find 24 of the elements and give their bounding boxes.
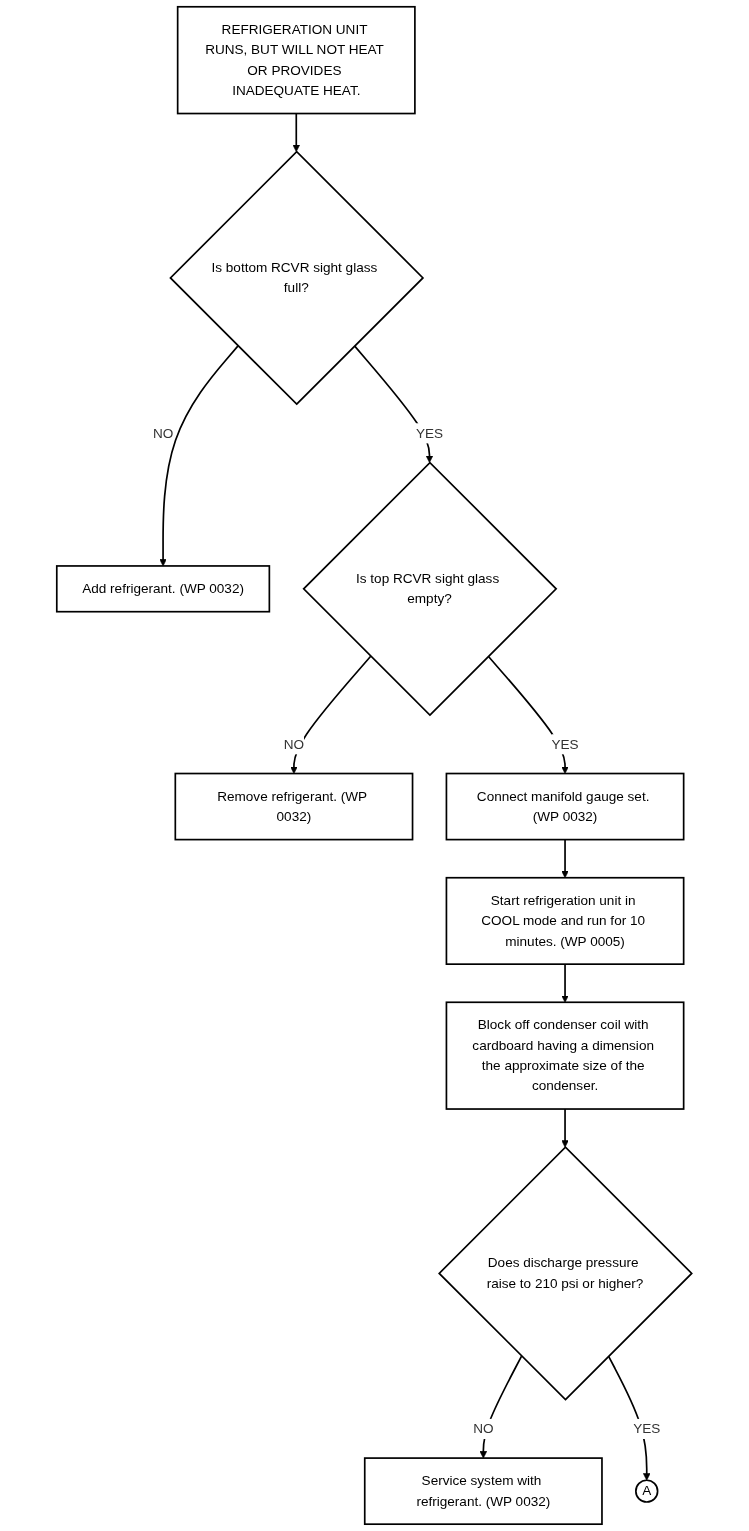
arrow [561, 1108, 569, 1148]
arrow [292, 112, 301, 152]
node-box: REFRIGERATION UNIT RUNS, BUT WILL NOT HEAT OR PROVIDES INADEQUATE HEAT. [177, 5, 416, 115]
node-box: Remove refrigerant. (WP 0032) [174, 772, 414, 841]
edge-label: YES [551, 736, 579, 752]
arrow [290, 655, 372, 774]
node-diamond: Is bottom RCVR sight glass full? [169, 150, 425, 406]
node-diamond: Does discharge pressure raise to 210 psi or higher? [438, 1145, 694, 1401]
node-box: Connect manifold gauge set. (WP 0032) [445, 772, 685, 841]
node-circle: A [635, 1479, 659, 1503]
edge-label: YES [633, 1421, 661, 1436]
node-box: Block off condenser coil with cardboard having a dimension the approximate size of the condenser. [445, 1001, 685, 1110]
arrow [561, 963, 569, 1003]
node-box: Add refrigerant. (WP 0032) [56, 565, 271, 613]
edge-label: NO [153, 425, 174, 441]
node-box: Service system with refrigerant. (WP 0032) [364, 1457, 604, 1526]
node-box: Start refrigeration unit in COOL mode and run for 10 minutes. (WP 0005) [445, 876, 685, 965]
node-diamond: Is top RCVR sight glass empty? [302, 461, 558, 717]
arrow [159, 345, 240, 567]
edge-label: NO [284, 736, 305, 752]
edge-label: YES [416, 425, 444, 441]
arrow [561, 838, 569, 879]
edge-label: NO [473, 1421, 494, 1436]
arrow [479, 1355, 523, 1459]
